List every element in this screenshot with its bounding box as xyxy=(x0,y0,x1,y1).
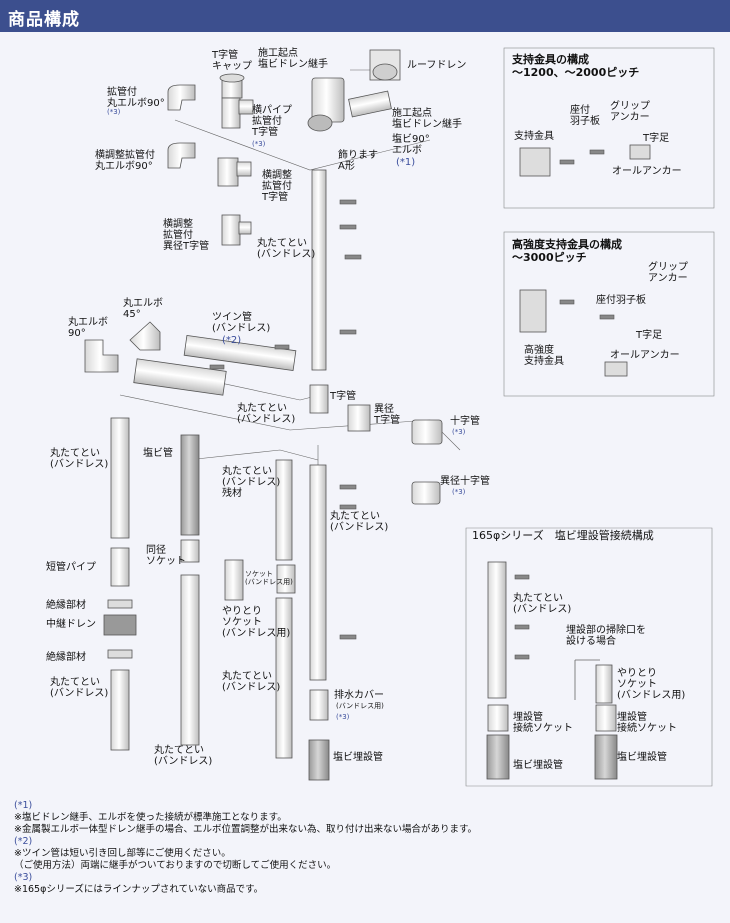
strong-all-anchor: オールアンカー xyxy=(610,350,680,361)
label-star3-c: (*3) xyxy=(452,428,466,436)
label-star3-b: (*3) xyxy=(252,140,266,148)
label-marutatetoi-left: 丸たてとい (バンドレス) xyxy=(50,448,109,470)
label-sekou-right: 施工起点 塩ビドレン継手 xyxy=(392,108,462,130)
note-line: (*3) xyxy=(14,872,33,883)
series165-marutatetoi: 丸たてとい (バンドレス) xyxy=(513,593,572,615)
label-star3-e: (*3) xyxy=(336,713,350,721)
label-maru-elbow90: 丸エルボ 90° xyxy=(68,317,108,339)
label-twin-pipe: ツイン管 (バンドレス) xyxy=(212,312,271,334)
label-star1-a: (*1) xyxy=(396,157,416,168)
note-line: (*1) xyxy=(14,800,33,811)
label-star3-a: (*3) xyxy=(107,108,121,116)
label-star2-a: (*2) xyxy=(222,335,242,346)
label-haisui-cover: 排水カバー xyxy=(334,690,384,701)
header-bar: 商品構成 xyxy=(0,0,730,32)
note-line: ※ツイン管は短い引き回し部等にご使用ください。 xyxy=(14,848,231,859)
label-marutatetoi-zanzai: 丸たてとい (バンドレス) 残材 xyxy=(222,466,281,499)
label-socket-small: ソケット (バンドレス用) xyxy=(245,570,293,586)
series165-maisetsu-socket: 埋設管 接続ソケット xyxy=(513,712,573,734)
strong-kokyodo: 高強度 支持金具 xyxy=(524,345,564,367)
note-line: (*2) xyxy=(14,836,33,847)
support-grip: グリップ アンカー xyxy=(610,101,650,123)
label-yoko-pipe-t: 横パイプ 拡管付 T字管 xyxy=(252,105,292,138)
label-kakan-elbow90: 拡管付 丸エルボ90° xyxy=(107,87,165,109)
label-juji: 十字管 xyxy=(450,416,480,427)
support-t-ashi: T字足 xyxy=(643,133,670,144)
strong-box-title: 高強度支持金具の構成 ～3000ピッチ xyxy=(512,238,622,264)
page-title: 商品構成 xyxy=(8,10,80,30)
label-tanpipe: 短管パイプ xyxy=(46,562,96,573)
label-yokochosei-ikei: 横調整 拡管付 異径T字管 xyxy=(163,219,210,252)
support-box-frame xyxy=(503,47,715,209)
label-zetsuen1: 絶縁部材 xyxy=(46,600,86,611)
series165-enbi2: 塩ビ埋設管 xyxy=(617,752,667,763)
label-marutatetoi-2: 丸たてとい (バンドレス) xyxy=(237,403,296,425)
note-line: ※塩ビドレン継手、エルボを使った接続が標準施工となります。 xyxy=(14,812,287,823)
series165-maisetsu-socket2: 埋設管 接続ソケット xyxy=(617,712,677,734)
label-t-pipe: T字管 xyxy=(330,391,357,402)
strong-t-ashi: T字足 xyxy=(636,330,663,341)
series165-enbi: 塩ビ埋設管 xyxy=(513,760,563,771)
strong-zafu: 座付羽子板 xyxy=(596,295,646,306)
label-maru-elbow45: 丸エルボ 45° xyxy=(123,298,163,320)
support-shiji: 支持金具 xyxy=(514,131,554,142)
label-bandless-you: (バンドレス用) xyxy=(336,702,384,710)
label-enbi-maisetsu: 塩ビ埋設管 xyxy=(333,752,383,763)
label-marutatetoi-1: 丸たてとい (バンドレス) xyxy=(257,238,316,260)
series165-soujiguchi: 埋設部の掃除口を 設ける場合 xyxy=(566,625,646,647)
support-box-title: 支持金具の構成 ～1200、～2000ピッチ xyxy=(512,53,640,79)
label-t-cap: T字管 キャップ xyxy=(212,50,252,72)
label-marutatetoi-right: 丸たてとい (バンドレス) xyxy=(330,511,389,533)
label-star3-d: (*3) xyxy=(452,488,466,496)
label-enbi-elbow: 塩ビ90° エルボ xyxy=(392,134,430,156)
label-zetsuen2: 絶縁部材 xyxy=(46,652,86,663)
label-chukei-drain: 中継ドレン xyxy=(46,619,96,630)
label-kazari: 飾ります A形 xyxy=(338,150,378,172)
strong-grip: グリップ アンカー xyxy=(648,262,688,284)
label-yokochosei-t: 横調整 拡管付 T字管 xyxy=(262,170,292,203)
support-all-anchor: オールアンカー xyxy=(612,166,682,177)
note-line: （ご使用方法）両端に継手がついておりますので切断してご使用ください。 xyxy=(14,860,337,871)
label-ikei-t: 異径 T字管 xyxy=(374,404,401,426)
label-roof-drain: ルーフドレン xyxy=(407,60,467,71)
label-marutatetoi-bottom: 丸たてとい (バンドレス) xyxy=(154,745,213,767)
label-marutatetoi-mid: 丸たてとい (バンドレス) xyxy=(222,671,281,693)
series165-title: 165φシリーズ 塩ビ埋設管接続構成 xyxy=(472,529,654,542)
label-marutatetoi-left2: 丸たてとい (バンドレス) xyxy=(50,677,109,699)
series165-yaritori: やりとり ソケット (バンドレス用) xyxy=(617,668,686,701)
label-enbikan: 塩ビ管 xyxy=(143,448,173,459)
label-yokochosei-elbow: 横調整拡管付 丸エルボ90° xyxy=(95,150,155,172)
support-zafu: 座付 羽子板 xyxy=(570,105,600,127)
note-line: ※165φシリーズにはラインナップされていない商品です。 xyxy=(14,884,264,895)
label-sekou-top: 施工起点 塩ビドレン継手 xyxy=(258,48,328,70)
label-yaritori-socket: やりとり ソケット (バンドレス用) xyxy=(222,606,291,639)
label-dokei-socket: 同径 ソケット xyxy=(146,545,186,567)
note-line: ※金属製エルボ一体型ドレン継手の場合、エルボ位置調整が出来ない為、取り付け出来な… xyxy=(14,824,478,835)
footnotes: (*1) ※塩ビドレン継手、エルボを使った接続が標準施工となります。 ※金属製エ… xyxy=(14,800,719,896)
label-ikei-juji: 異径十字管 xyxy=(440,476,490,487)
